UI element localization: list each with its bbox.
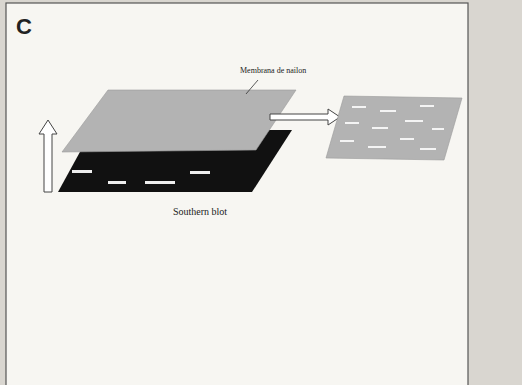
leader-line bbox=[246, 80, 258, 94]
membrane-bands bbox=[340, 105, 444, 150]
gel-bands bbox=[72, 170, 210, 184]
panel-frame bbox=[6, 3, 468, 385]
nylon-membrane bbox=[62, 90, 296, 152]
caption: Southern blot bbox=[173, 206, 227, 217]
blotted-membrane bbox=[326, 96, 462, 160]
transfer-arrow bbox=[39, 120, 57, 192]
part-label: Membrana de nailon bbox=[240, 66, 306, 75]
result-arrow bbox=[270, 109, 340, 125]
panel-letter: C bbox=[16, 14, 32, 40]
